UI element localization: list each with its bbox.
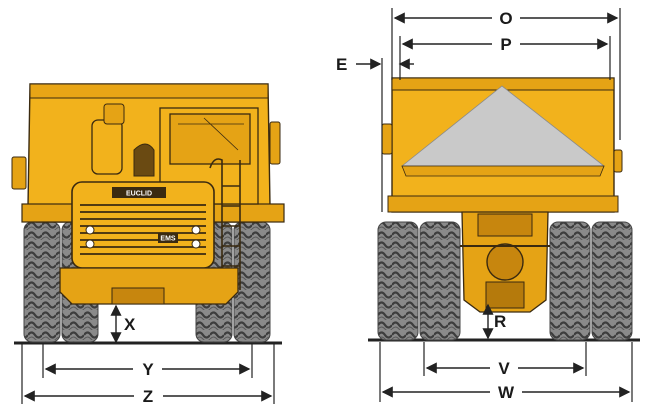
rear-view: O P E R V [336, 8, 640, 402]
grille-badge-plate [112, 187, 166, 198]
headlight-left-bottom [85, 239, 95, 249]
dimension-w: W [379, 342, 633, 402]
exhaust-stack [133, 143, 155, 177]
rear-left-light [381, 123, 393, 155]
right-mirror [269, 121, 281, 165]
air-intake-left [91, 119, 123, 175]
rear-body-sill [387, 195, 619, 213]
left-mirror [11, 156, 27, 190]
access-ladder [209, 158, 241, 290]
tire-left-outer [23, 221, 61, 343]
headlight-right-top [191, 225, 201, 235]
dimension-v-label: V [498, 359, 510, 378]
rear-tire-left-outer [377, 221, 419, 341]
front-axle-frame [59, 267, 239, 305]
dimension-p: P [399, 35, 611, 80]
dimension-y-label: Y [142, 360, 154, 379]
dimension-z: Z [21, 344, 275, 406]
dimension-e: E [336, 55, 414, 212]
dimension-z-label: Z [143, 387, 153, 406]
rear-tire-right-inner [549, 221, 591, 341]
nameplate: EMS [160, 236, 176, 243]
dimension-v: V [423, 342, 587, 378]
headlight-left-top [85, 225, 95, 235]
cab-window [169, 113, 251, 165]
rear-tire-left-inner [419, 221, 461, 341]
dimension-y: Y [42, 344, 253, 379]
dimension-x-label: X [124, 315, 136, 334]
dimension-x: X [110, 304, 136, 344]
rear-tire-right-outer [591, 221, 633, 341]
dimension-e-label: E [336, 55, 347, 74]
rear-right-light [613, 149, 623, 173]
radiator-grille [80, 204, 206, 255]
grille-badge: EUCLID [126, 191, 152, 198]
dimension-r: R [482, 303, 506, 340]
dimension-r-label: R [494, 312, 506, 331]
air-intake-cap [103, 103, 125, 125]
front-view: EUCLID EMS [11, 83, 285, 406]
differential [486, 243, 524, 281]
dimension-p-label: P [500, 35, 511, 54]
dimension-o: O [391, 8, 621, 140]
dimension-w-label: W [498, 383, 515, 402]
headlight-right-bottom [191, 239, 201, 249]
front-canopy-top [29, 83, 269, 99]
rear-tires [377, 221, 633, 341]
nameplate-box [158, 233, 178, 243]
dimension-o-label: O [499, 9, 512, 28]
